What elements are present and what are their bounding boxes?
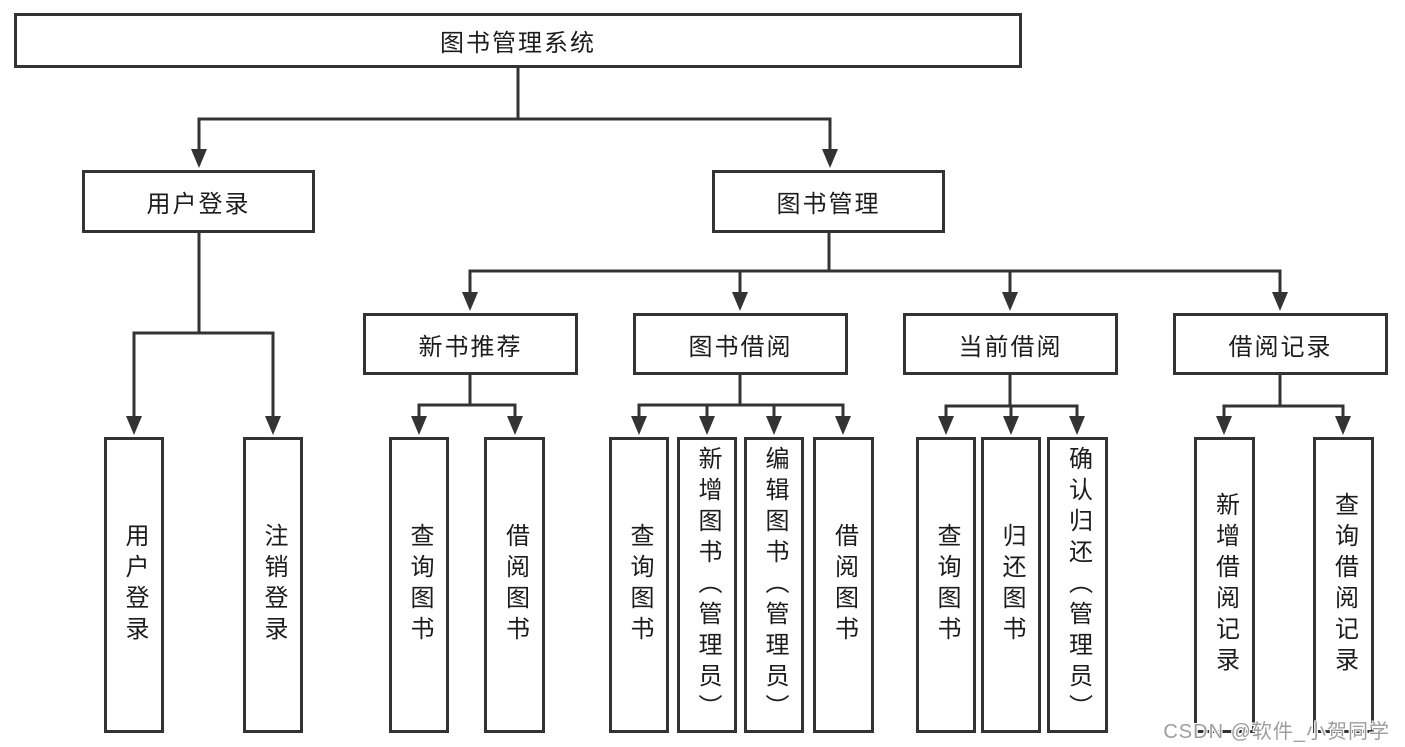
- node-leaf-current-return-books: 归还图书: [981, 437, 1041, 733]
- node-leaf-query-borrow-record: 查询借阅记录: [1313, 437, 1374, 733]
- node-label: 编辑图书（管理员）: [761, 445, 788, 725]
- node-label: 注销登录: [260, 523, 287, 647]
- node-label: 用户登录: [121, 523, 148, 647]
- node-label: 借阅记录: [1228, 333, 1333, 361]
- node-label: 新书推荐: [418, 333, 523, 361]
- node-book-management: 图书管理: [712, 170, 945, 233]
- csdn-watermark: CSDN @软件_小贺同学: [1163, 721, 1390, 743]
- node-leaf-current-confirm-return-admin: 确认归还（管理员）: [1047, 437, 1108, 733]
- node-label: 查询借阅记录: [1330, 492, 1358, 678]
- node-leaf-borrow-add-books-admin: 新增图书（管理员）: [677, 437, 737, 733]
- node-label: 借阅图书: [501, 523, 529, 647]
- node-label: 用户登录: [146, 191, 251, 218]
- node-leaf-add-borrow-record: 新增借阅记录: [1194, 437, 1255, 733]
- node-label: 查询图书: [933, 523, 960, 647]
- node-leaf-borrow-edit-books-admin: 编辑图书（管理员）: [744, 437, 804, 733]
- node-label: 当前借阅: [958, 333, 1063, 361]
- node-label: 图书管理系统: [440, 30, 596, 57]
- node-book-borrow: 图书借阅: [633, 313, 848, 375]
- node-root-system: 图书管理系统: [14, 13, 1022, 68]
- node-leaf-login: 用户登录: [104, 437, 164, 733]
- node-label: 查询图书: [406, 523, 433, 647]
- node-label: 确认归还（管理员）: [1064, 445, 1092, 725]
- node-label: 归还图书: [998, 523, 1025, 647]
- node-new-book-recommend: 新书推荐: [363, 313, 578, 375]
- node-leaf-recommend-borrow-books: 借阅图书: [484, 437, 545, 733]
- node-leaf-borrow-query-books: 查询图书: [609, 437, 669, 733]
- arrowheads: [126, 149, 1351, 435]
- node-leaf-current-query-books: 查询图书: [916, 437, 976, 733]
- node-leaf-logout: 注销登录: [243, 437, 303, 733]
- node-label: 借阅图书: [830, 523, 858, 647]
- node-current-borrow: 当前借阅: [903, 313, 1118, 375]
- node-label: 新增借阅记录: [1211, 492, 1239, 678]
- connector-paths: [132, 66, 1345, 419]
- node-label: 新增图书（管理员）: [694, 445, 721, 725]
- node-label: 图书借阅: [688, 333, 793, 361]
- node-label: 图书管理: [776, 191, 881, 218]
- node-leaf-recommend-query-books: 查询图书: [389, 437, 449, 733]
- node-label: 查询图书: [626, 523, 653, 647]
- node-leaf-borrow-borrow-books: 借阅图书: [813, 437, 874, 733]
- node-borrow-records: 借阅记录: [1173, 313, 1388, 375]
- node-user-login: 用户登录: [82, 170, 315, 233]
